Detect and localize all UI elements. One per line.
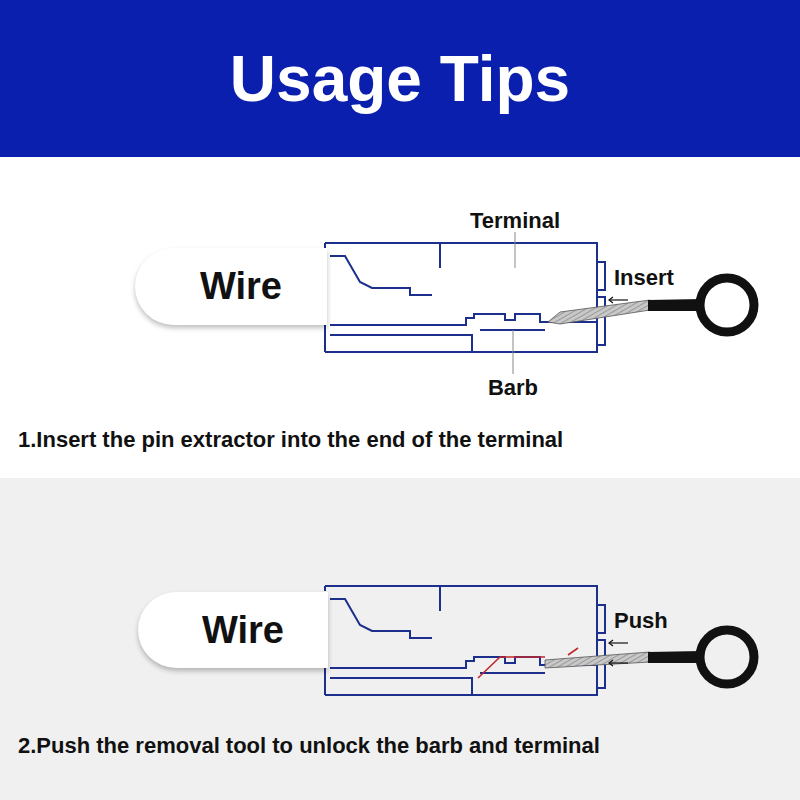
leader-line [513, 330, 514, 374]
wire-pill: Wire [135, 248, 327, 325]
part-label: Terminal [470, 208, 560, 234]
title-bar: Usage Tips [0, 0, 800, 157]
pin-extractor [545, 630, 754, 684]
action-label: Insert [614, 265, 674, 291]
step-text: 2.Push the removal tool to unlock the ba… [18, 733, 600, 759]
wire-label: Wire [180, 265, 282, 308]
leader-line [515, 232, 516, 268]
insert-arrow [609, 297, 628, 303]
step-text: 1.Insert the pin extractor into the end … [18, 427, 563, 453]
push-arrow [609, 640, 628, 666]
unlocked-barb [478, 648, 578, 678]
connector-housing [325, 243, 605, 352]
connector-housing [325, 586, 605, 695]
lower-band [0, 478, 800, 800]
title: Usage Tips [230, 42, 570, 116]
part-label: Barb [488, 375, 538, 401]
header-band [0, 0, 800, 157]
action-label: Push [614, 608, 668, 634]
wire-pill: Wire [138, 592, 328, 668]
wire-label: Wire [182, 609, 284, 652]
